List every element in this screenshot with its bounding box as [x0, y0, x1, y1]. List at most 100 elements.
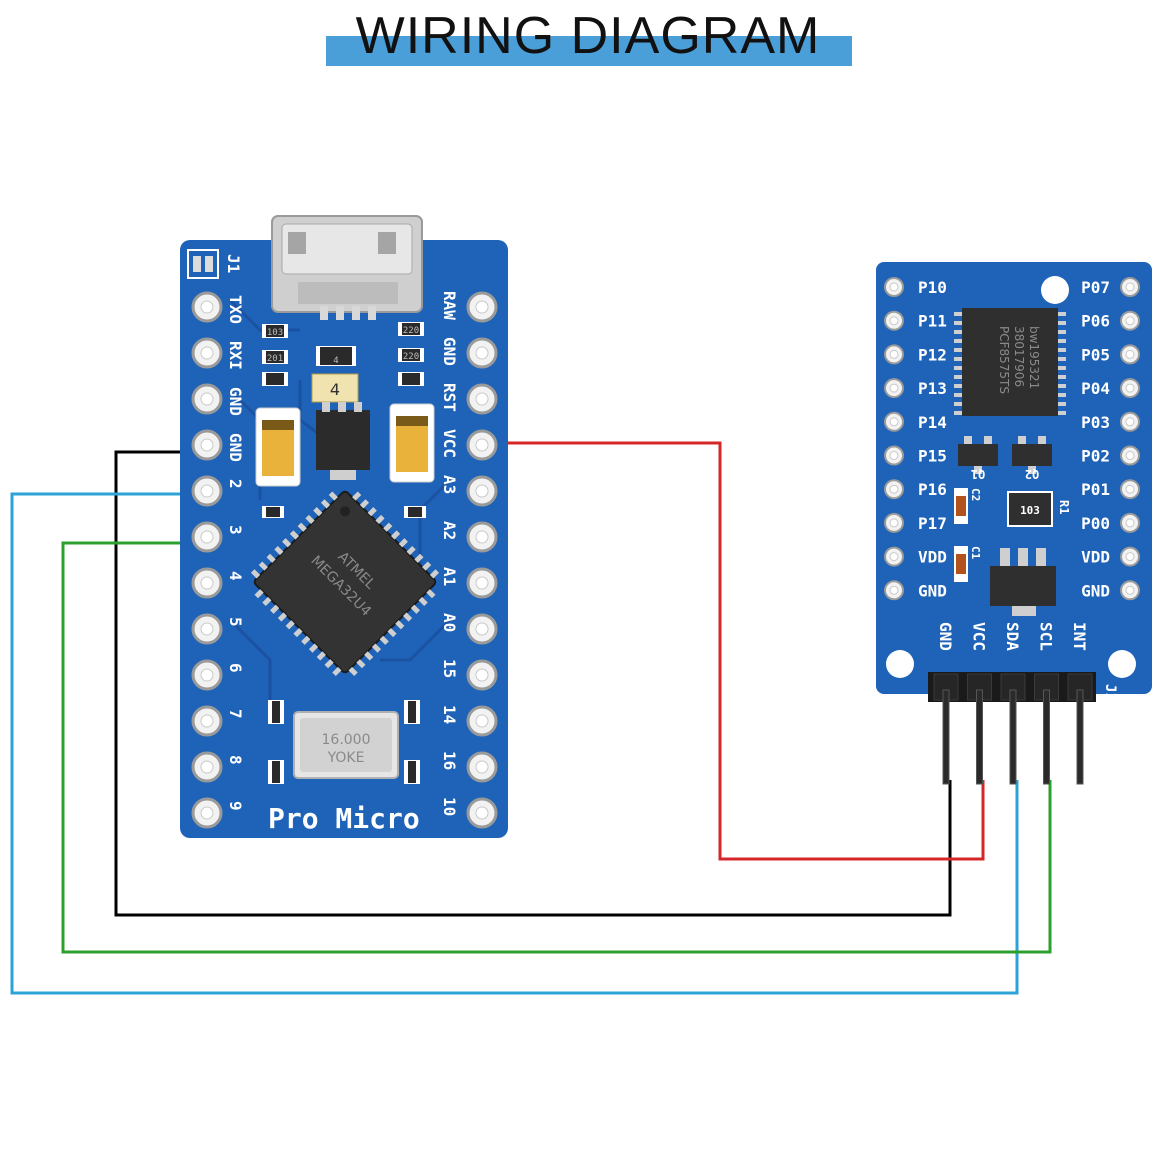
pro-micro-pin-hole	[475, 760, 489, 774]
smd-label: 220	[403, 352, 419, 362]
mcu-pin	[285, 620, 295, 630]
pro-micro-pin-label: 4	[226, 571, 245, 581]
title-underline-bar	[326, 36, 852, 66]
smd-body	[266, 351, 284, 363]
pro-micro-pin-label: RXI	[226, 341, 245, 370]
chip-pin	[954, 402, 964, 406]
chip-pin	[1056, 384, 1066, 388]
pro-micro-pin-label: VCC	[440, 429, 459, 458]
mcu-pin	[359, 499, 370, 509]
chip-pin	[954, 366, 964, 370]
chip-pin	[1056, 312, 1066, 316]
smd-label: 103	[267, 328, 283, 338]
micro-usb-connector	[271, 215, 423, 320]
smd-body	[266, 507, 280, 517]
smd-body	[408, 507, 422, 517]
smd-body	[266, 325, 284, 337]
pro-micro-pin-hole	[475, 668, 489, 682]
pro-micro-pin-hole	[475, 438, 489, 452]
pro-micro-pin-hole	[475, 530, 489, 544]
smd-body	[408, 701, 416, 723]
pro-micro-pin-hole	[200, 300, 214, 314]
mcu-pin	[282, 538, 292, 548]
chip-pin	[1056, 330, 1066, 334]
expander-pin-label: P13	[918, 379, 947, 398]
chip-pin	[954, 339, 964, 343]
capacitor-c2: C2	[954, 488, 982, 524]
pro-micro-pin-hole	[475, 346, 489, 360]
smd-body	[402, 323, 420, 335]
chip-pin	[1056, 321, 1066, 325]
expander-pin-label: P01	[1081, 480, 1110, 499]
expander-pin-hole	[889, 383, 899, 393]
chip-pin	[1056, 339, 1066, 343]
chip-pin	[1056, 375, 1066, 379]
mcu-pin	[254, 589, 264, 599]
expander-pin-label: P14	[918, 413, 947, 432]
expander-pin-hole	[1125, 518, 1135, 528]
mcu-pin	[406, 545, 416, 556]
expander-pin-label: VDD	[1081, 548, 1110, 567]
pro-micro-pin-label: GND	[226, 433, 245, 462]
expander-pin-label: P16	[918, 480, 947, 499]
title-area: WIRING DIAGRAM	[0, 0, 1176, 80]
mounting-hole	[1108, 650, 1136, 678]
mounting-hole	[886, 650, 914, 678]
smd-label: 4	[330, 380, 340, 399]
chip-pin	[1056, 357, 1066, 361]
expander-pin-label: P02	[1081, 447, 1110, 466]
expander-pin-label: P00	[1081, 514, 1110, 533]
expander-pin-hole	[889, 316, 899, 326]
smd-body	[402, 349, 420, 361]
pro-micro-pin-label: 16	[440, 751, 459, 770]
expander-pin-label: P03	[1081, 413, 1110, 432]
chip-pin	[954, 384, 964, 388]
mcu-pin	[371, 643, 382, 653]
io-expander-board: PCF8575TS 38017906 bw195321 Q1 Q2 C2	[876, 262, 1152, 785]
page-title: WIRING DIAGRAM	[355, 7, 821, 65]
crystal-oscillator: 16.000 YOKE	[293, 711, 399, 779]
expander-pin-label: P17	[918, 514, 947, 533]
expander-pin-label: P05	[1081, 345, 1110, 364]
voltage-regulator	[316, 402, 370, 480]
mcu-pin	[348, 666, 358, 677]
expander-pin-label: VDD	[918, 548, 947, 567]
expander-pin-label: P06	[1081, 312, 1110, 331]
chip-pin	[1056, 348, 1066, 352]
mcu-atmega32u4: ATMEL MEGA32U4	[250, 490, 440, 677]
mcu-pin	[375, 514, 385, 525]
pro-micro-pin-label: A0	[440, 613, 459, 632]
pro-micro-pin-label: RST	[440, 383, 459, 412]
pro-micro-pin-label: 9	[226, 801, 245, 811]
pro-micro-pin-hole	[475, 392, 489, 406]
expander-pin-hole	[889, 282, 899, 292]
chip-pin	[1056, 393, 1066, 397]
pro-micro-pin-label: 2	[226, 479, 245, 489]
pro-micro-pin-label: 8	[226, 755, 245, 765]
pro-micro-pin-label: 15	[440, 659, 459, 678]
mcu-pin	[418, 596, 428, 607]
pro-micro-pin-hole	[475, 622, 489, 636]
mcu-pin	[414, 553, 424, 563]
pro-micro-pin-label: A3	[440, 475, 459, 494]
pro-micro-pin-label: RAW	[440, 291, 459, 320]
mcu-pin	[258, 561, 268, 571]
mcu-pin	[422, 561, 432, 571]
pro-micro-pin-hole	[200, 484, 214, 498]
pro-micro-pin-hole	[200, 530, 214, 544]
mcu-pin	[395, 620, 405, 630]
header-pin-label: SCL	[1037, 622, 1056, 651]
wire-gnd	[114, 450, 952, 917]
pro-micro-pin-hole	[200, 346, 214, 360]
chip-marking: bw195321	[1027, 326, 1041, 389]
mcu-pin	[274, 545, 284, 556]
mcu-pin	[410, 604, 420, 614]
mcu-pin	[352, 491, 362, 501]
expander-pin-hole	[889, 552, 899, 562]
mcu-pin	[324, 659, 334, 669]
pro-micro-smd-parts: 10320122022044BMD	[262, 322, 426, 784]
